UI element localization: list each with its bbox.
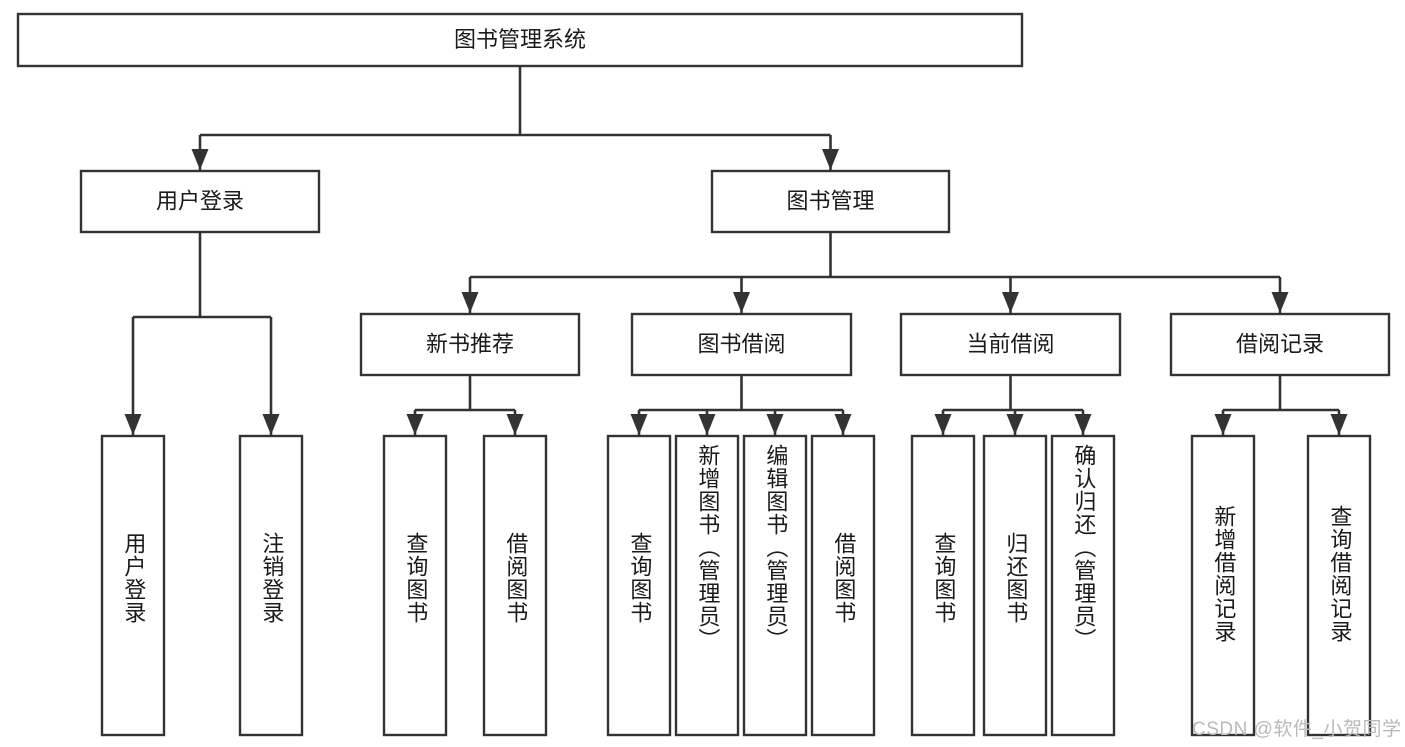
node-book-borrow: 图书借阅 — [630, 312, 853, 377]
leaf-box-leaf-query-book-2[interactable] — [606, 434, 672, 737]
node-label-book-borrow: 图书借阅 — [697, 331, 785, 356]
node-label-current-borrow: 当前借阅 — [966, 331, 1054, 356]
arrow-head-icon — [630, 414, 648, 435]
arrow-head-icon — [506, 414, 524, 435]
leaf-box-leaf-borrow-book-1[interactable] — [482, 434, 548, 737]
node-root: 图书管理系统 — [16, 12, 1024, 68]
arrow-head-icon — [1330, 414, 1348, 435]
leaf-box-leaf-query-book-1[interactable] — [382, 434, 448, 737]
leaf-box-leaf-add-record[interactable] — [1190, 434, 1256, 737]
edges-group — [124, 66, 1348, 435]
arrow-head-icon — [822, 149, 839, 170]
node-label-new-book-rec: 新书推荐 — [426, 331, 514, 356]
node-box-new-book-rec[interactable] — [359, 312, 581, 377]
arrow-head-icon — [934, 414, 952, 435]
arrow-head-icon — [1214, 414, 1232, 435]
leaf-box-leaf-confirm-return[interactable] — [1050, 434, 1116, 737]
arrow-head-icon — [262, 414, 280, 435]
arrow-head-icon — [406, 414, 424, 435]
node-box-root[interactable] — [16, 12, 1024, 68]
arrow-head-icon — [698, 414, 716, 435]
arrow-head-icon — [191, 149, 209, 170]
node-label-book-manage: 图书管理 — [786, 188, 874, 213]
leaf-box-leaf-return-book[interactable] — [982, 434, 1048, 737]
arrow-head-icon — [461, 292, 479, 313]
node-borrow-record: 借阅记录 — [1169, 312, 1391, 377]
arrow-head-icon — [766, 414, 784, 435]
node-box-current-borrow[interactable] — [899, 312, 1122, 377]
node-label-user-login: 用户登录 — [156, 188, 244, 213]
node-current-borrow: 当前借阅 — [899, 312, 1122, 377]
leaf-box-leaf-query-record[interactable] — [1306, 434, 1372, 737]
node-new-book-rec: 新书推荐 — [359, 312, 581, 377]
leaf-box-leaf-user-logout[interactable] — [238, 434, 304, 737]
node-box-book-manage[interactable] — [710, 169, 951, 234]
arrow-head-icon — [1006, 414, 1024, 435]
arrow-head-icon — [733, 292, 750, 313]
leaf-box-leaf-query-book-3[interactable] — [910, 434, 976, 737]
node-box-book-borrow[interactable] — [630, 312, 853, 377]
leaf-box-leaf-user-login[interactable] — [100, 434, 166, 737]
node-user-login: 用户登录 — [79, 169, 321, 234]
node-box-user-login[interactable] — [79, 169, 321, 234]
node-label-borrow-record: 借阅记录 — [1236, 331, 1324, 356]
node-book-manage: 图书管理 — [710, 169, 951, 234]
node-label-root: 图书管理系统 — [454, 27, 586, 52]
arrow-head-icon — [1074, 414, 1092, 435]
node-box-borrow-record[interactable] — [1169, 312, 1391, 377]
arrow-head-icon — [1271, 292, 1289, 313]
leaf-box-leaf-edit-book[interactable] — [742, 434, 808, 737]
arrow-head-icon — [834, 414, 852, 435]
arrow-head-icon — [124, 414, 142, 435]
leaf-box-leaf-add-book[interactable] — [674, 434, 740, 737]
arrow-head-icon — [1002, 292, 1019, 313]
csdn-watermark: CSDN @软件_小贺同学 — [1192, 719, 1402, 740]
leaf-box-leaf-borrow-book-2[interactable] — [810, 434, 876, 737]
